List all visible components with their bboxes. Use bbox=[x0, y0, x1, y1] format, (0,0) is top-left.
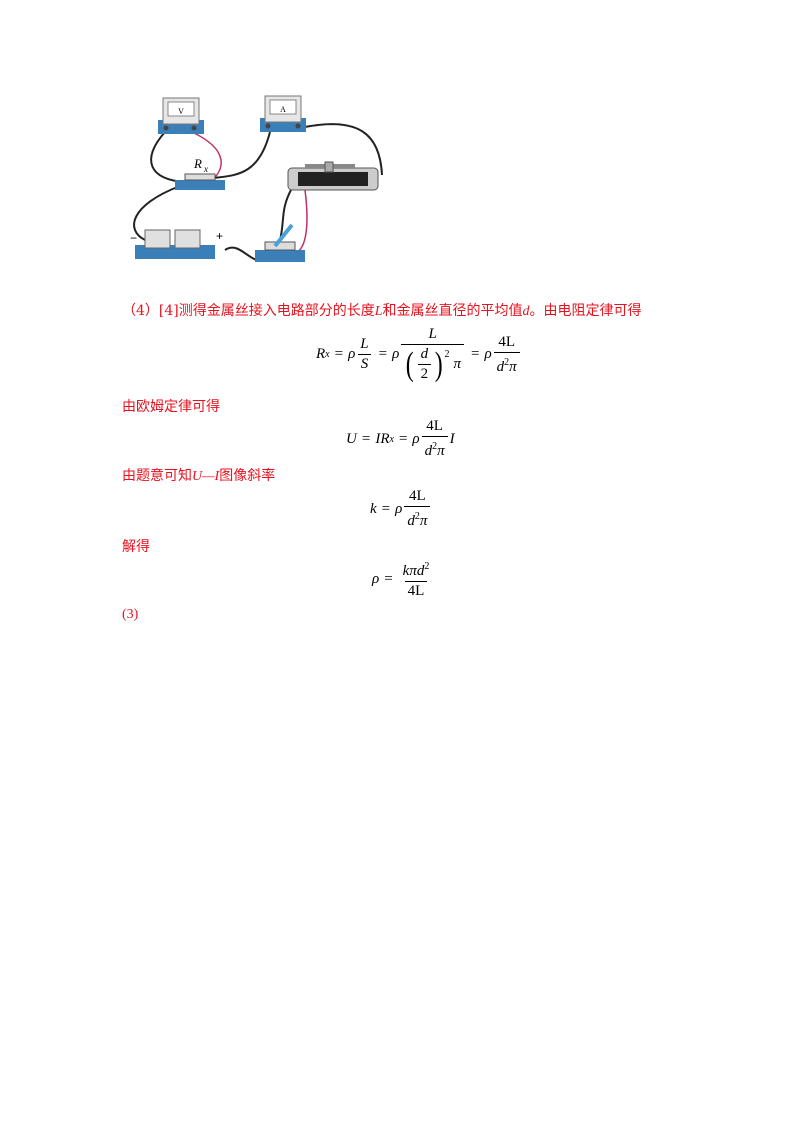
ammeter-label: A bbox=[280, 105, 286, 114]
paragraph-slope: 由题意可知U—I图像斜率 bbox=[122, 468, 276, 484]
para1-prefix: （4）[4]测得金属丝接入电路部分的长度 bbox=[122, 303, 375, 319]
var-d: d bbox=[522, 304, 530, 319]
resistor-subscript: x bbox=[203, 164, 208, 174]
paragraph-solve: 解得 bbox=[122, 539, 150, 555]
paragraph-resistance-law: （4）[4]测得金属丝接入电路部分的长度L和金属丝直径的平均值d。由电阻定律可得 bbox=[122, 300, 642, 320]
paragraph-ohm-law: 由欧姆定律可得 bbox=[122, 399, 220, 415]
paragraph-part-3: (3) bbox=[122, 607, 139, 622]
para1-mid: 和金属丝直径的平均值 bbox=[382, 303, 523, 319]
ammeter: A bbox=[260, 95, 306, 132]
para1-suffix: 。由电阻定律可得 bbox=[529, 303, 642, 319]
battery: − + bbox=[130, 229, 223, 259]
resistor-rx: R x bbox=[175, 156, 225, 190]
minus-sign: − bbox=[130, 231, 137, 245]
rheostat bbox=[287, 161, 379, 191]
voltmeter-label: V bbox=[178, 107, 184, 116]
resistor-label: R bbox=[193, 156, 202, 171]
circuit-figure: V A R x − + bbox=[130, 95, 383, 262]
plus-sign: + bbox=[216, 229, 223, 243]
switch bbox=[255, 223, 305, 262]
voltmeter: V bbox=[158, 97, 204, 134]
var-L: L bbox=[374, 304, 383, 319]
